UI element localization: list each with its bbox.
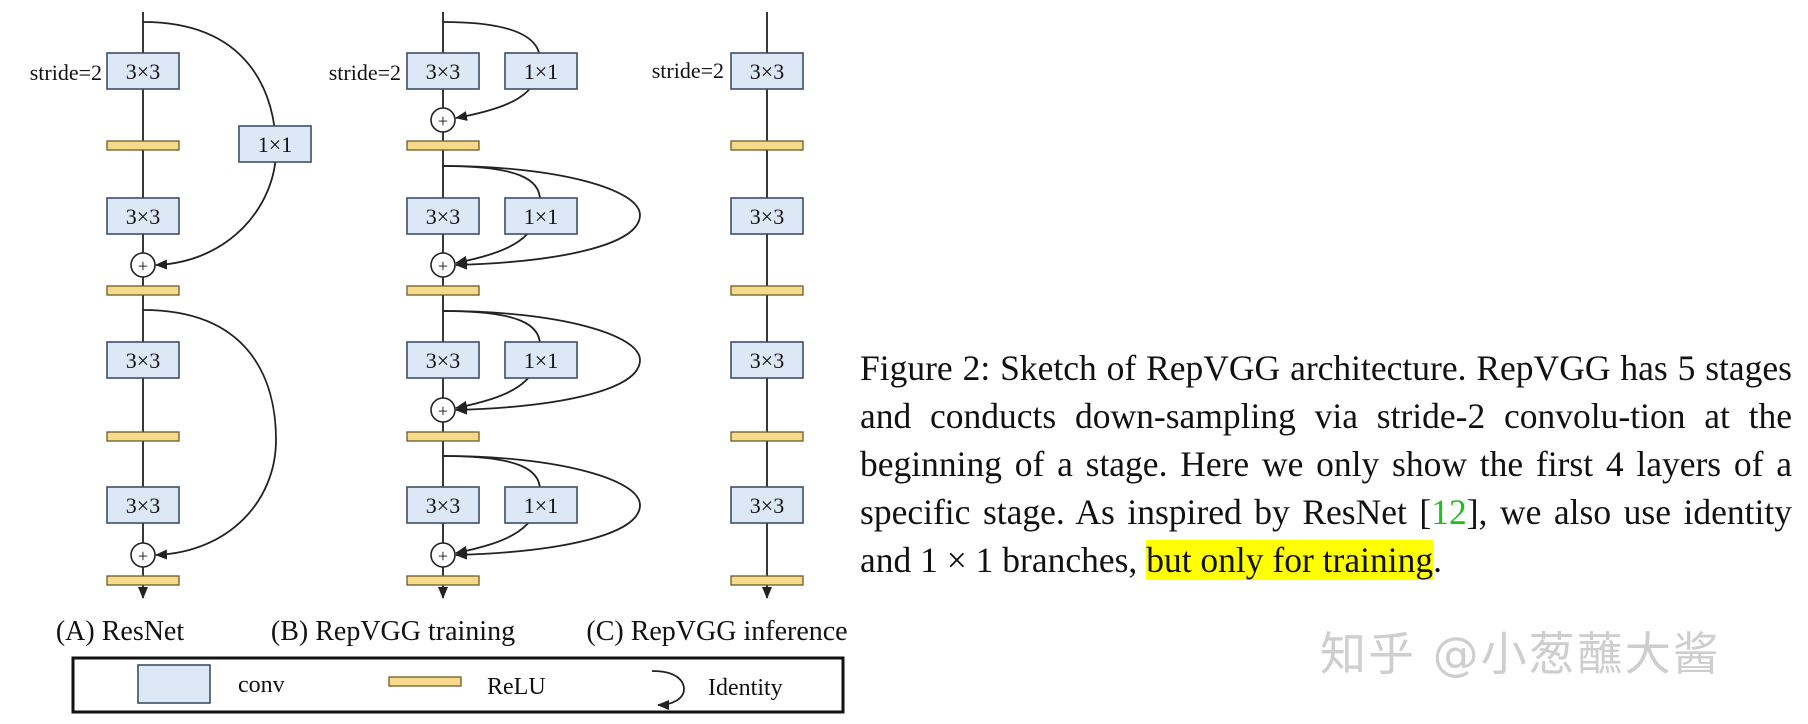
conv-block: 3×3: [106, 197, 180, 235]
svg-text:3×3: 3×3: [426, 204, 460, 229]
conv-1x1-block: 1×1: [504, 197, 578, 235]
relu-bar: [106, 140, 180, 151]
legend-identity-arc-icon: [651, 670, 685, 710]
svg-text:3×3: 3×3: [750, 493, 784, 518]
relu-bar: [106, 431, 180, 442]
identity-arc: [442, 310, 641, 415]
conv-block: 3×3: [406, 341, 480, 379]
svg-text:3×3: 3×3: [426, 348, 460, 373]
stride-label: stride=2: [30, 60, 102, 85]
svg-text:+: +: [438, 111, 448, 131]
stride-label: stride=2: [329, 60, 401, 85]
conv-block: 3×3: [406, 486, 480, 524]
svg-text:3×3: 3×3: [126, 204, 160, 229]
panel-repvgg-training: stride=2 3×3 1×1 + 3×3 1×1 +: [271, 12, 641, 647]
add-node: +: [130, 252, 156, 278]
relu-bar: [106, 575, 180, 586]
svg-text:3×3: 3×3: [426, 59, 460, 84]
svg-text:+: +: [438, 256, 448, 276]
panel-repvgg-inference: stride=2 3×3 3×3 3×3 3×3 (C) RepVGG infe…: [586, 12, 848, 647]
relu-bar: [406, 431, 480, 442]
svg-text:3×3: 3×3: [426, 493, 460, 518]
conv-1x1-block: 1×1: [504, 341, 578, 379]
add-node: +: [430, 542, 456, 568]
legend-conv-swatch: [137, 664, 211, 704]
svg-text:3×3: 3×3: [126, 493, 160, 518]
resnet-shortcut-arc-2: [142, 309, 277, 560]
svg-text:+: +: [438, 546, 448, 566]
panel-title: (B) RepVGG training: [271, 616, 515, 647]
conv-block: 3×3: [106, 52, 180, 90]
add-node: +: [130, 542, 156, 568]
svg-text:3×3: 3×3: [750, 59, 784, 84]
svg-text:3×3: 3×3: [750, 348, 784, 373]
legend: conv ReLU Identity: [71, 656, 845, 714]
conv-block: 3×3: [730, 197, 804, 235]
highlighted-text: but only for training: [1146, 540, 1434, 580]
svg-text:+: +: [138, 546, 148, 566]
legend-identity-label: Identity: [708, 675, 783, 701]
svg-text:1×1: 1×1: [524, 204, 558, 229]
conv-1x1-block: 1×1: [504, 52, 578, 90]
relu-bar: [406, 285, 480, 296]
identity-arc: [442, 455, 641, 560]
identity-arc: [442, 165, 641, 270]
relu-bar: [730, 140, 804, 151]
conv-block: 3×3: [406, 52, 480, 90]
add-node: +: [430, 252, 456, 278]
panel-title: (A) ResNet: [56, 616, 185, 647]
legend-relu-label: ReLU: [487, 674, 546, 700]
repvgg-architecture-diagram: 3×3 stride=2 3×3 1×1 + 3×3 3×3 +: [30, 12, 848, 714]
watermark: 知乎 @小葱蘸大酱: [1320, 627, 1721, 681]
conv-block: 3×3: [730, 486, 804, 524]
relu-bar: [730, 285, 804, 296]
svg-text:+: +: [138, 256, 148, 276]
relu-bar: [406, 575, 480, 586]
svg-text:1×1: 1×1: [258, 132, 292, 157]
legend-relu-swatch: [388, 676, 462, 687]
conv-block: 3×3: [730, 52, 804, 90]
panel-resnet: 3×3 stride=2 3×3 1×1 + 3×3 3×3 +: [30, 12, 312, 647]
svg-text:3×3: 3×3: [126, 348, 160, 373]
stride-label: stride=2: [652, 58, 724, 83]
add-node: +: [430, 397, 456, 423]
svg-text:+: +: [438, 401, 448, 421]
panel-title: (C) RepVGG inference: [586, 616, 847, 647]
conv-block: 3×3: [730, 341, 804, 379]
svg-text:1×1: 1×1: [524, 493, 558, 518]
conv-block: 3×3: [106, 486, 180, 524]
conv-block: 3×3: [406, 197, 480, 235]
svg-text:3×3: 3×3: [750, 204, 784, 229]
conv-1x1-block: 1×1: [238, 125, 312, 163]
add-node: +: [430, 107, 456, 133]
figure-caption: Figure 2: Sketch of RepVGG architecture.…: [860, 348, 1792, 580]
svg-text:3×3: 3×3: [126, 59, 160, 84]
relu-bar: [730, 575, 804, 586]
relu-bar: [730, 431, 804, 442]
conv-1x1-block: 1×1: [504, 486, 578, 524]
relu-bar: [106, 285, 180, 296]
svg-text:1×1: 1×1: [524, 59, 558, 84]
relu-bar: [406, 140, 480, 151]
legend-conv-label: conv: [238, 672, 285, 698]
conv-block: 3×3: [106, 341, 180, 379]
svg-text:1×1: 1×1: [524, 348, 558, 373]
citation-link[interactable]: 12: [1431, 492, 1467, 532]
